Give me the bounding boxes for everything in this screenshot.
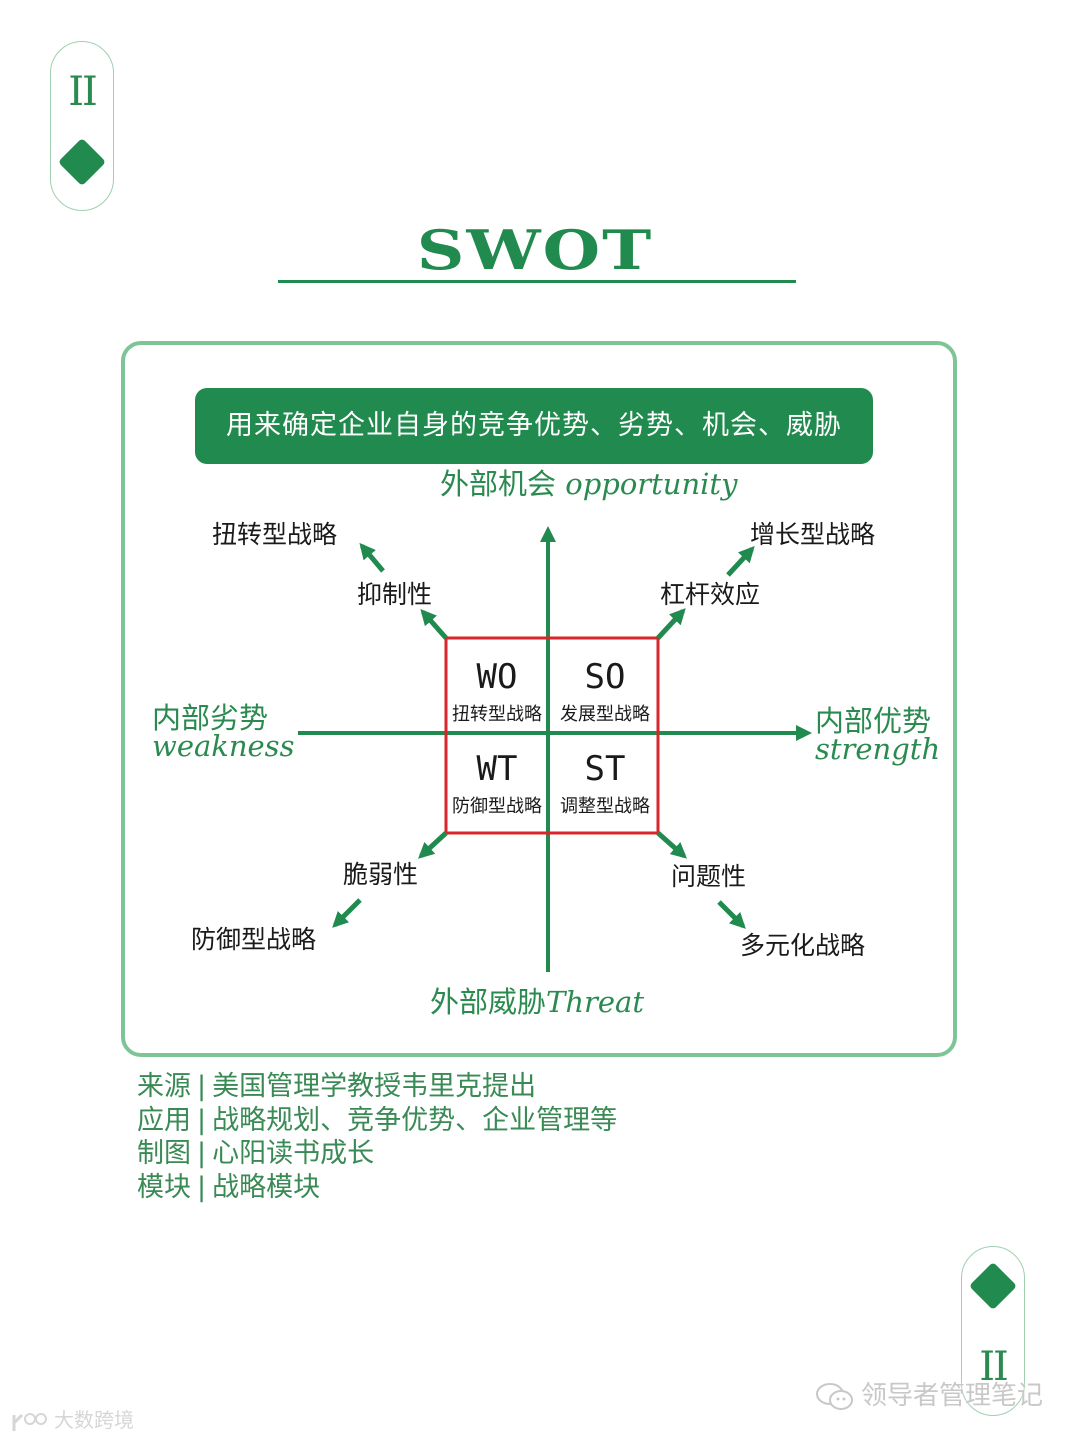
axis-label-en: weakness — [152, 729, 295, 763]
ornament-pill-bottom: II — [961, 1246, 1025, 1416]
branch-se-outer: 多元化战略 — [740, 931, 866, 960]
footer-value: 战略规划、竞争优势、企业管理等 — [212, 1104, 618, 1136]
axis-label-opportunity: 外部机会 opportunity — [440, 470, 737, 499]
info-footer: 来源|美国管理学教授韦里克提出 应用|战略规划、竞争优势、企业管理等 制图|心阳… — [137, 1070, 617, 1204]
banner: 用来确定企业自身的竞争优势、劣势、机会、威胁 — [195, 388, 873, 464]
roman-numeral: II — [68, 69, 98, 115]
axis-label-zh: 内部优势 — [815, 704, 932, 738]
quadrant-code: WO — [476, 657, 518, 697]
axis-label-en: strength — [815, 732, 941, 766]
footer-value: 战略模块 — [212, 1171, 321, 1203]
branch-ne-inner: 杠杆效应 — [660, 580, 761, 609]
title-underline — [278, 280, 796, 283]
quadrant-name: 发展型战略 — [560, 704, 650, 725]
watermark-text: 领导者管理笔记 — [861, 1381, 1044, 1411]
branch-nw-outer: 扭转型战略 — [212, 520, 338, 549]
roman-numeral: II — [979, 1344, 1009, 1390]
quadrant-code: WT — [476, 749, 518, 789]
quadrant-name: 防御型战略 — [452, 796, 542, 817]
separator: | — [197, 1171, 207, 1203]
diagram-frame — [121, 341, 957, 1057]
branch-nw-inner: 抑制性 — [357, 580, 433, 609]
footer-label: 制图 — [137, 1138, 191, 1169]
quadrant-wt: WT 防御型战略 — [446, 752, 548, 816]
footer-label: 应用 — [137, 1104, 191, 1136]
axis-label-zh: 外部威胁 — [430, 985, 547, 1019]
quadrant-name: 调整型战略 — [560, 796, 650, 817]
axis-label-zh: 内部劣势 — [152, 701, 269, 735]
footer-value: 美国管理学教授韦里克提出 — [212, 1071, 537, 1102]
axis-label-weakness: 内部劣势 weakness — [152, 701, 295, 763]
quadrant-name: 扭转型战略 — [452, 704, 542, 725]
logo-icon — [12, 1412, 47, 1431]
diamond-icon — [57, 137, 107, 187]
diamond-icon — [968, 1261, 1018, 1311]
footer-label: 来源 — [137, 1071, 191, 1102]
axis-label-zh: 外部机会 — [440, 467, 557, 501]
branch-sw-inner: 脆弱性 — [343, 860, 419, 889]
quadrant-code: ST — [584, 749, 626, 789]
quadrant-wo: WO 扭转型战略 — [446, 660, 548, 724]
branch-ne-outer: 增长型战略 — [750, 520, 876, 549]
watermark-text: 大数跨境 — [54, 1408, 134, 1432]
axis-label-threat: 外部威胁Threat — [430, 988, 644, 1017]
page-title: SWOT — [416, 218, 654, 282]
ornament-pill-top: II — [50, 41, 114, 211]
footer-row-application: 应用|战略规划、竞争优势、企业管理等 — [137, 1104, 617, 1138]
axis-label-en: Threat — [546, 985, 645, 1019]
axis-label-strength: 内部优势 strength — [815, 704, 941, 766]
quadrant-code: SO — [584, 657, 626, 697]
watermark-left: 大数跨境 — [10, 1404, 134, 1433]
branch-se-inner: 问题性 — [671, 862, 747, 891]
separator: | — [197, 1071, 207, 1102]
wechat-icon — [816, 1382, 853, 1410]
footer-value: 心阳读书成长 — [212, 1138, 375, 1169]
footer-label: 模块 — [137, 1171, 191, 1203]
footer-row-author: 制图|心阳读书成长 — [137, 1137, 617, 1171]
watermark-right: 领导者管理笔记 — [815, 1375, 1043, 1412]
footer-row-module: 模块|战略模块 — [137, 1171, 617, 1205]
axis-label-en: opportunity — [565, 467, 738, 501]
footer-row-source: 来源|美国管理学教授韦里克提出 — [137, 1070, 617, 1104]
quadrant-so: SO 发展型战略 — [552, 660, 658, 724]
separator: | — [197, 1104, 207, 1136]
branch-sw-outer: 防御型战略 — [191, 925, 317, 954]
separator: | — [197, 1138, 207, 1169]
quadrant-st: ST 调整型战略 — [552, 752, 658, 816]
